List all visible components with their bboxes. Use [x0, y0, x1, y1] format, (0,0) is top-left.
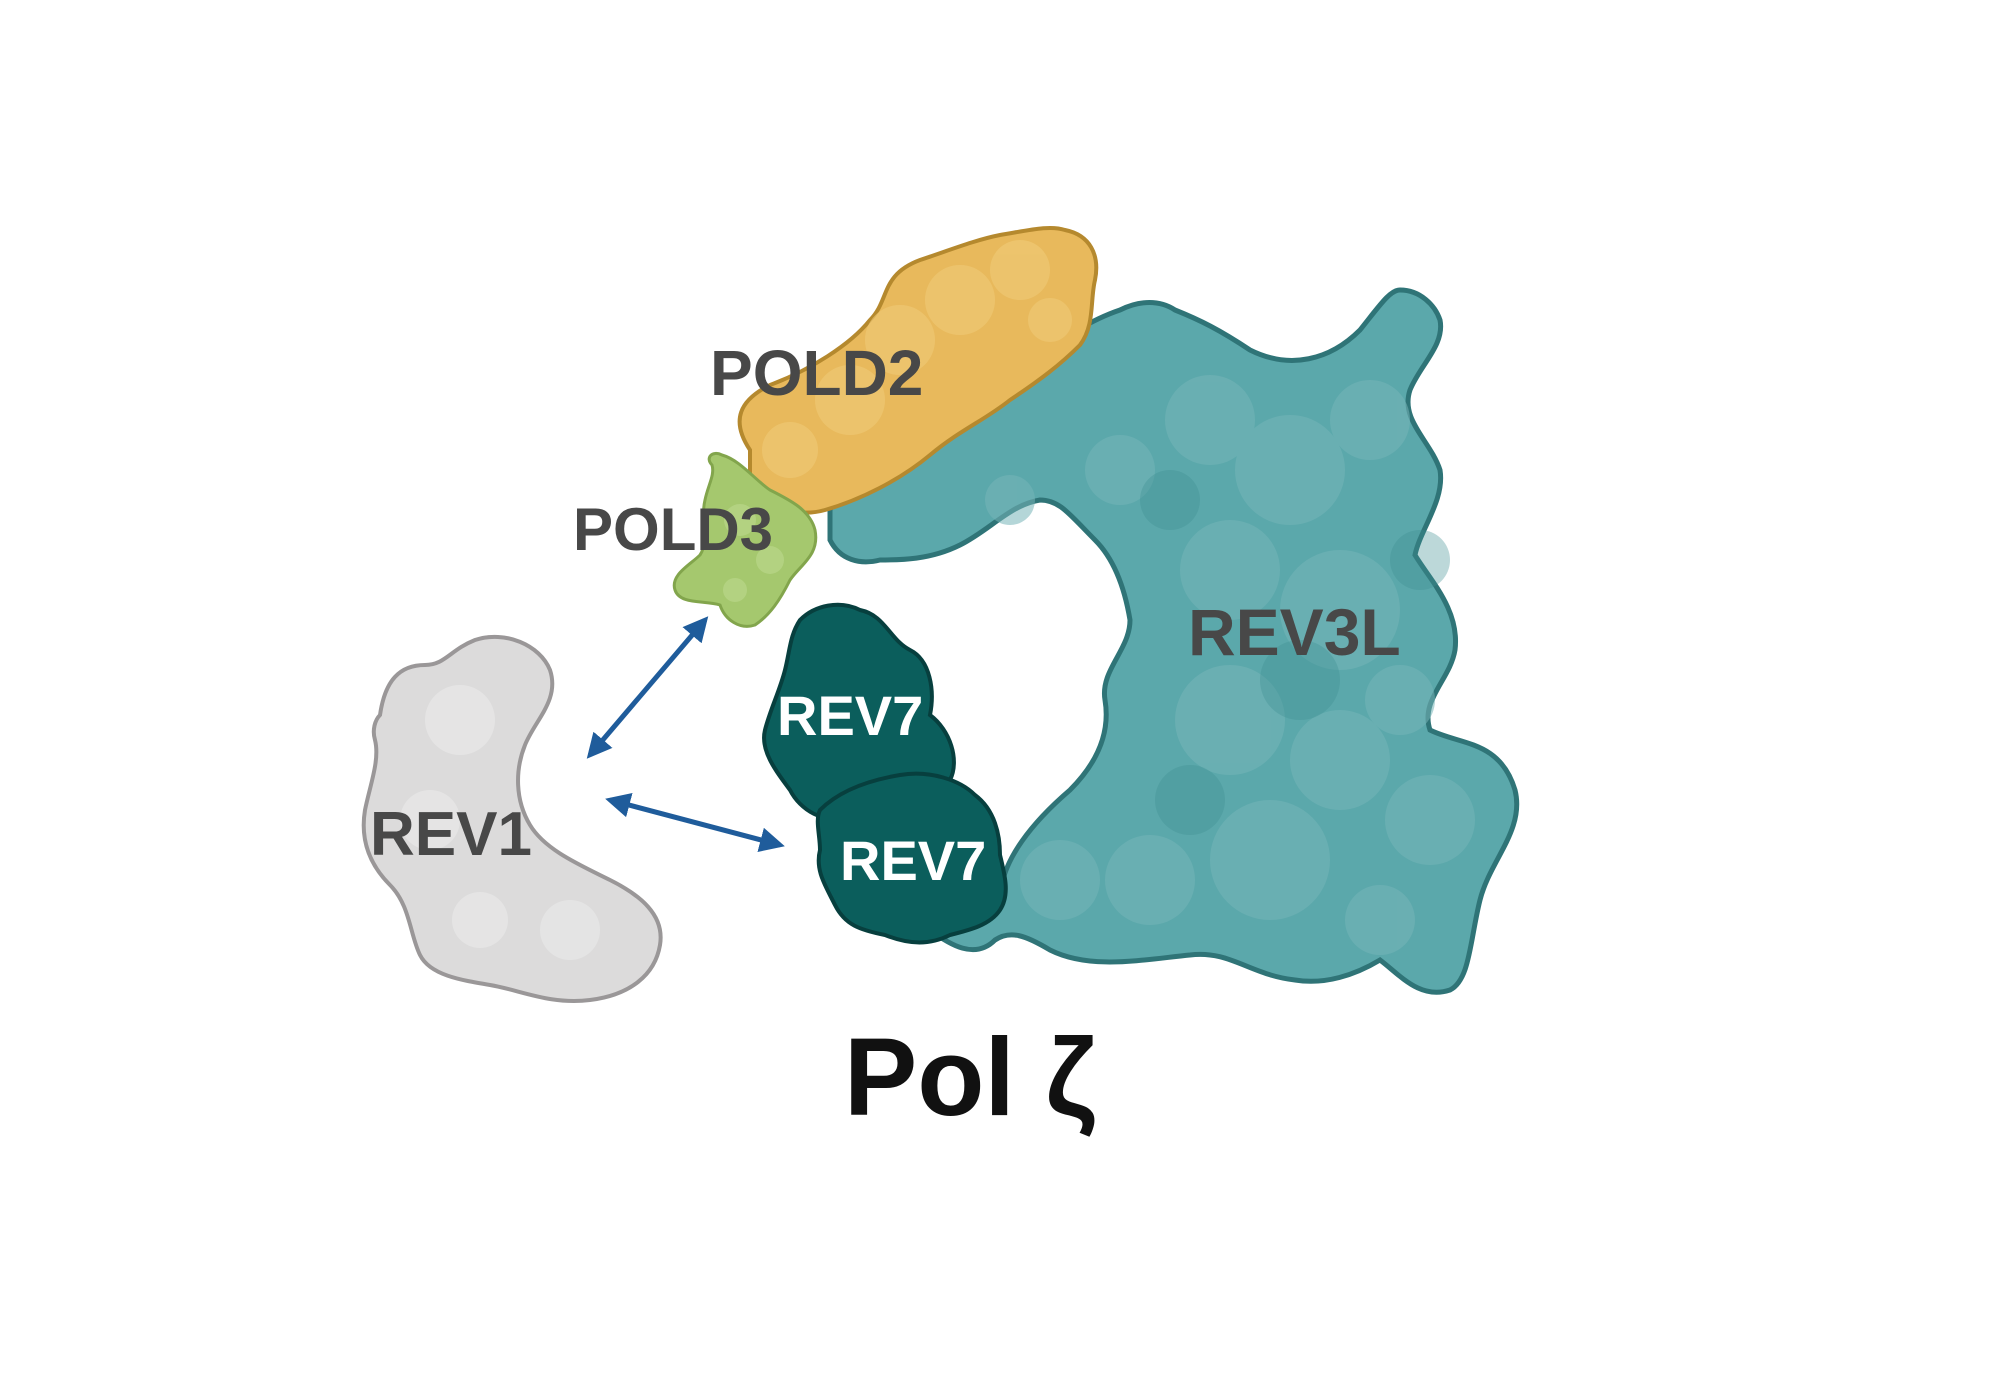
rev1-texture — [400, 685, 600, 960]
rev1-label: REV1 — [370, 800, 532, 869]
rev7-bottom-label: REV7 — [840, 829, 986, 892]
pold2-shape — [737, 225, 1099, 515]
rev7-bottom-protein — [815, 771, 1008, 945]
rev3l-shadow — [1140, 470, 1450, 835]
rev3l-texture — [985, 375, 1475, 955]
rev3l-protein — [827, 287, 1520, 995]
pold2-texture — [762, 240, 1072, 478]
pold3-label: POLD3 — [573, 496, 773, 563]
diagram-caption: Pol ζ — [844, 1016, 1096, 1139]
pold3-protein — [672, 451, 818, 628]
rev3l-shape — [827, 287, 1520, 995]
rev7-bottom-shape — [815, 771, 1008, 945]
pold2-protein — [737, 225, 1099, 515]
pold3-shape — [672, 451, 818, 628]
pold3-texture — [723, 504, 784, 602]
rev1-rev7-arrow — [605, 793, 785, 852]
rev7-top-label: REV7 — [777, 684, 923, 747]
rev1-protein — [361, 634, 663, 1003]
rev1-pold3-arrow — [586, 616, 709, 759]
pold2-label: POLD2 — [710, 337, 923, 409]
rev3l-label: REV3L — [1188, 595, 1401, 669]
